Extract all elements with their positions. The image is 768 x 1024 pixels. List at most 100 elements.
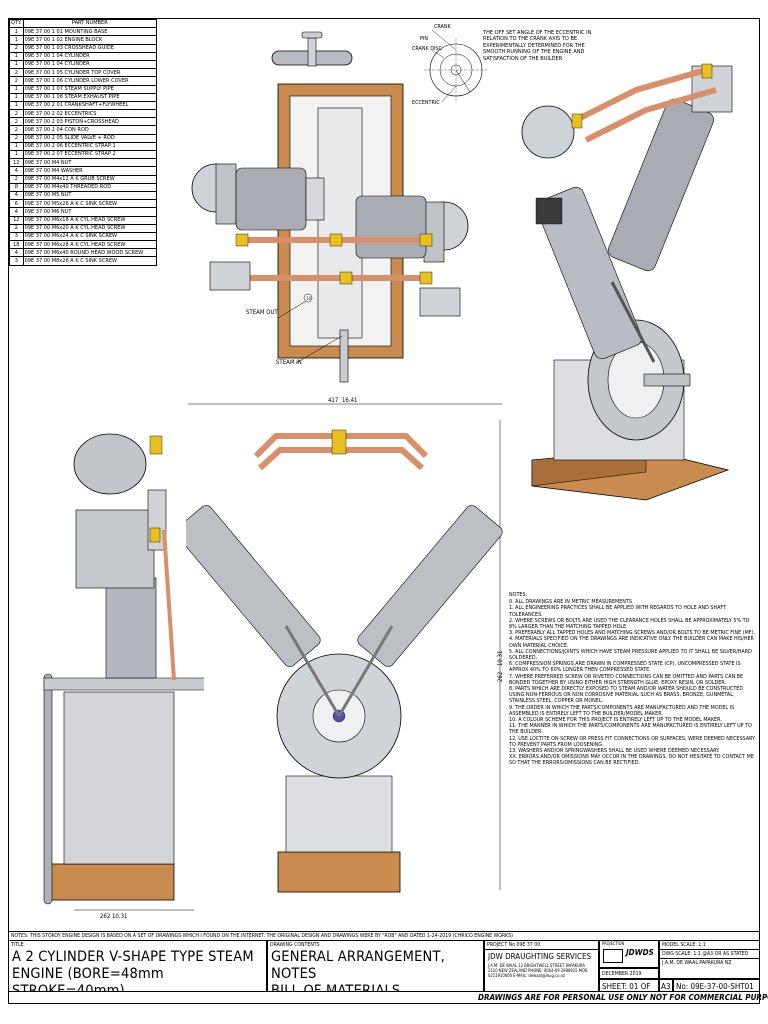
bom-part-number: 09E 37 00 1 02 ENGINE BLOCK [22,35,158,45]
drawing-date: DECEMBER 2019 [599,968,659,979]
contents-cell: DRAWING CONTENTS GENERAL ARRANGEMENT, NO… [267,940,484,992]
balloon-number: 10 [306,296,312,302]
bom-qty: 3 [9,256,24,266]
note-item: 9. THE ORDER IN WHICH THE PARTS/COMPONEN… [509,704,735,717]
sheet-size: A3 [659,979,673,992]
note-item: 8. PARTS WHICH ARE DIRECTLY EXPOSED TO S… [509,686,744,705]
eccentric-label: ECCENTRIC [412,100,440,106]
top-view-drawing: 10 STEAM OUT STEAM IN [191,31,469,383]
bom-part-number: 09E 37 00 M4x12 A K GRUB SCREW [22,174,158,184]
eccentric-offset-note: THE OFF SET ANGLE OF THE ECCENTRIC IN RE… [483,30,592,62]
bom-part-number: 09E 37 00 2 05 SLIDE VALVE + ROD [22,133,158,143]
bom-qty: 18 [9,240,24,250]
usage-disclaimer: DRAWINGS ARE FOR PERSONAL USE ONLY NOT F… [478,993,768,1002]
bom-qty: 1 [9,84,24,94]
bom-qty: 4 [9,248,24,258]
bom-qty: 6 [9,199,24,209]
scale-cell: MODEL SCALE: 1:1 DWG SCALE: 1:1 @A3 OR A… [659,940,760,979]
projection-symbol-icon [603,949,623,963]
steam-in-label: STEAM IN [276,359,302,366]
sheet-number: SHEET: 01 OF 04 [599,979,659,992]
crank-disc-label: CRANK DISC [412,46,442,52]
bom-part-number: 09E 37 00 M6x24 A K C SINK SCREW [22,231,158,242]
note-item: 12. USE LOCTITE ON SCREW OR PRESS FIT CO… [509,735,756,748]
company-cell: PROJECT No 09E 37 00 JDW DRAUGHTING SERV… [484,940,599,992]
drawn-by: J.A.M. DE WAAL PAPAKURA NZ [662,960,732,966]
bom-qty: 1 [9,59,24,70]
front-width-dimension-inches: 16.41 [342,397,357,404]
drawing-number: No: 09E-37-00-SHT01 [673,979,760,992]
projection-cell: PROJECTION JDWDS [599,940,659,968]
company-name: JDW DRAUGHTING SERVICES [488,952,592,961]
title-line-1: A 2 CYLINDER V-SHAPE TYPE STEAM [12,949,254,965]
company-logo: JDWDS [626,948,654,957]
note-item: 11. THE MANNER IN WHICH THE PARTS/COMPON… [509,723,752,736]
pin-label: PIN [420,36,428,42]
bom-part-number: 09E 37 00 M8x26 A K C SINK SCREW [22,256,158,266]
bom-header-part: PART NUMBER [22,18,158,29]
front-view-drawing: 417 16.41 262 10.31 [186,397,504,893]
side-view-drawing: 262 10.31 [43,433,204,920]
bom-part-number: 09E 37 00 2 03 PISTON+CROSSHEAD [22,117,158,127]
bom-part-number: 09E 37 00 1 07 STEAM SUPPLY PIPE [22,84,158,94]
bom-qty: 1 [9,141,24,152]
contents-line-1: GENERAL ARRANGEMENT, NOTES [271,949,445,982]
bom-header-qty: QTY. [9,18,24,29]
bom-part-number: 09E 37 00 1 04 CYLINDER [22,59,158,70]
bom-qty: 1 [9,149,24,160]
note-item: 4. MATERIALS SPECIFIED ON THE DRAWINGS A… [509,636,754,649]
note-item: 13. WASHERS AND/OR SPRINGWASHERS SHALL B… [509,748,720,755]
bom-qty: 2 [9,43,24,53]
bom-qty: 2 [9,133,24,143]
bom-qty: 4 [9,207,24,217]
bom-part-number: 09E 37 00 M6x20 A K CYL HEAD SCREW [22,223,158,233]
bom-qty: 1 [9,35,24,45]
notes-heading: NOTES: [509,592,528,598]
bom-part-number: 09E 37 00 M5 NUT [22,190,158,201]
bom-part-number: 09E 37 00 1 06 CYLINDER LOWER COVER [22,76,158,86]
note-item: 10. A COLOUR SCHEME FOR THIS PROJECT IS … [509,717,722,724]
bom-header-row: QTY. PART NUMBER [9,18,158,29]
bom-qty: 2 [9,76,24,86]
crank-detail-diagram: CRANK PIN CRANK DISC ECCENTRIC [412,24,488,106]
bom-qty: 2 [9,117,24,127]
bom-part-number: 09E 37 00 2 01 CRANKSHAFT+FLYWHEEL [22,100,158,111]
company-address: J.A.M. DE WAAL 12 BRIGHTWELL STREET PAPA… [488,963,588,978]
bom-part-number: 09E 37 00 2 02 ECCENTRICS [22,109,158,119]
note-item: 2. WHERE SCREWS OR BOLTS ARE USED THE CL… [509,617,750,631]
note-item: 3. PREFERABLY ALL TAPPED HOLES AND MATCH… [509,630,756,637]
title-line-2: ENGINE (BORE=48mm STROKE=40mm) [12,966,164,992]
side-width-dimension: 262 [100,913,110,920]
design-origin-note: NOTES: THIS STOKOY ENGINE DESIGN IS BASE… [8,931,760,940]
bom-qty: 12 [9,215,24,225]
bom-part-number: 09E 37 00 1 08 STEAM EXHAUST PIPE [22,92,158,102]
bom-qty: 1 [9,92,24,102]
bom-qty: 3 [9,231,24,242]
bom-qty: 1 [9,27,24,37]
note-item: 6. COMPRESSION SPRINGS ARE DRAWN IN COMP… [509,661,741,674]
crank-label: CRANK [434,24,451,30]
bom-qty: 8 [9,182,24,192]
general-notes: NOTES: 0. ALL DRAWINGS ARE IN METRIC MEA… [509,592,757,767]
